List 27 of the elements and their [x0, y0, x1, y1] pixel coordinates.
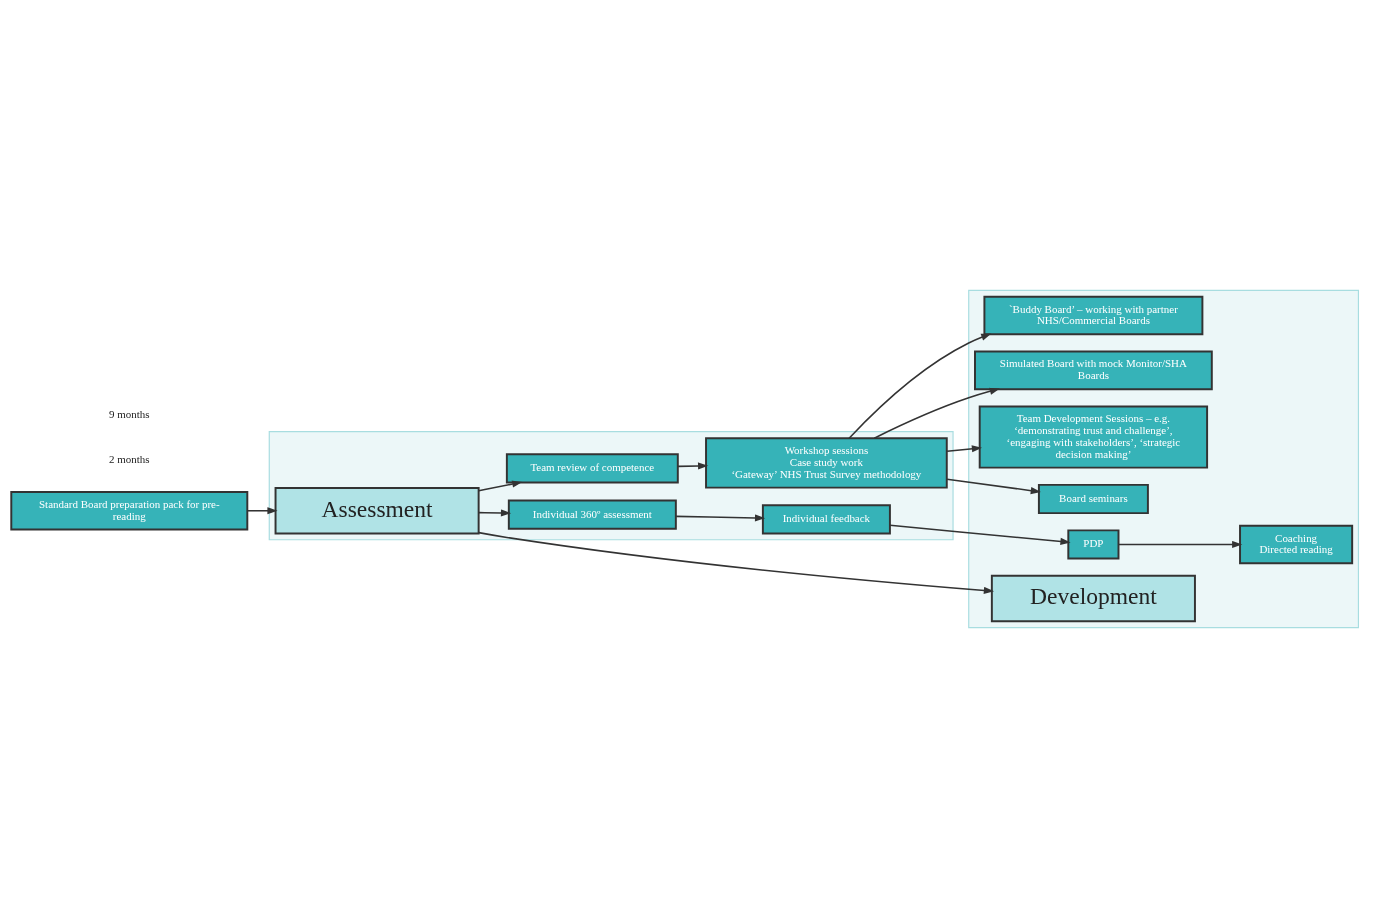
node-box: Workshop sessions Case study work ‘Gateway’ NHS Trust Survey methodology	[705, 437, 948, 489]
node-box: Development	[990, 574, 1196, 623]
node-box: Individual feedback	[761, 504, 891, 535]
arrow	[889, 524, 1071, 545]
arrow	[677, 462, 709, 470]
arrow	[1117, 540, 1243, 549]
arrow	[675, 514, 766, 522]
arrow	[946, 478, 1041, 495]
node-box: Standard Board preparation pack for pre-reading	[10, 490, 249, 531]
node-box: `Buddy Board’ – working with partner NHS/Commercial Boards	[983, 295, 1204, 336]
arrow	[246, 507, 278, 515]
node-box: Team Development Sessions – e.g. ‘demonstrating trust and challenge’, ‘engaging with stakeholders’, ‘strategic decision making’	[978, 405, 1209, 469]
node-box: PDP	[1067, 529, 1120, 560]
node-box: Coaching Directed reading	[1239, 524, 1354, 565]
arrow	[477, 531, 995, 595]
node-box: Individual 360º assessment	[507, 499, 677, 530]
arrow	[848, 333, 992, 439]
arrow	[478, 509, 512, 517]
label: 9 months	[109, 407, 150, 420]
arrow	[873, 387, 1000, 439]
node-box: Board seminars	[1037, 483, 1149, 515]
arrow	[946, 445, 983, 453]
label: 2 months	[109, 453, 150, 466]
node-box: Assessment	[274, 487, 480, 535]
node-box: Simulated Board with mock Monitor/SHA Boards	[974, 350, 1213, 391]
node-box: Team review of competence	[505, 453, 679, 484]
arrow	[478, 480, 523, 492]
